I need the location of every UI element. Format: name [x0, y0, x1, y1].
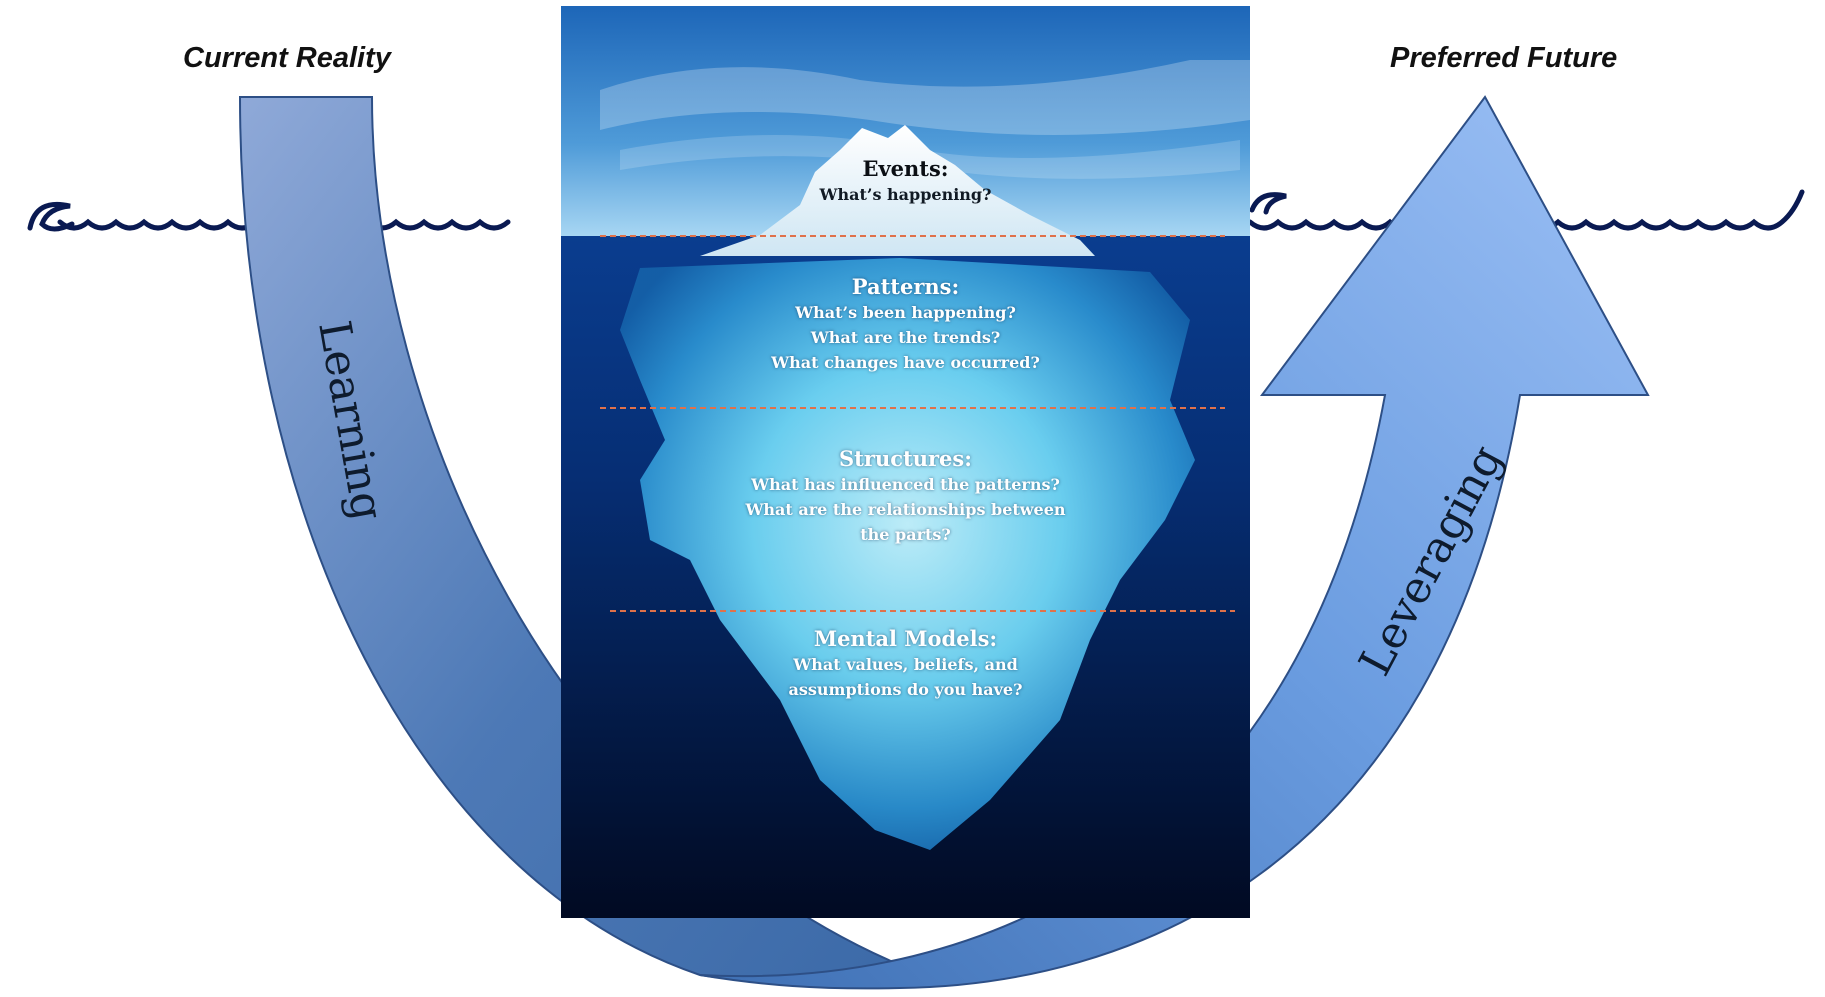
level-title: Structures:: [839, 446, 972, 471]
iceberg-underwater: [620, 258, 1195, 850]
level-structures: Structures: What has influenced the patt…: [561, 446, 1250, 547]
level-patterns: Patterns: What’s been happening? What ar…: [561, 274, 1250, 375]
level-question: What changes have occurred?: [771, 353, 1040, 372]
level-question: What are the trends?: [810, 328, 1001, 347]
level-question: assumptions do you have?: [788, 680, 1023, 699]
iceberg-levels: Events: What’s happening? Patterns: What…: [561, 6, 1250, 918]
preferred-future-title: Preferred Future: [1390, 42, 1618, 74]
level-question: What values, beliefs, and: [793, 655, 1018, 674]
iceberg-tip: [700, 125, 1095, 256]
level-mental-models: Mental Models: What values, beliefs, and…: [561, 626, 1250, 702]
level-question: What’s been happening?: [795, 303, 1016, 322]
iceberg-picture: [561, 6, 1250, 918]
current-reality-title: Current Reality: [183, 42, 391, 74]
level-title: Events:: [862, 156, 949, 181]
level-question: What has influenced the patterns?: [751, 475, 1060, 494]
level-events: Events: What’s happening?: [561, 156, 1250, 207]
level-title: Patterns:: [851, 274, 960, 299]
level-title: Mental Models:: [813, 626, 998, 651]
level-question: What’s happening?: [819, 185, 992, 204]
level-question: the parts?: [860, 525, 951, 544]
level-question: What are the relationships between: [745, 500, 1066, 519]
